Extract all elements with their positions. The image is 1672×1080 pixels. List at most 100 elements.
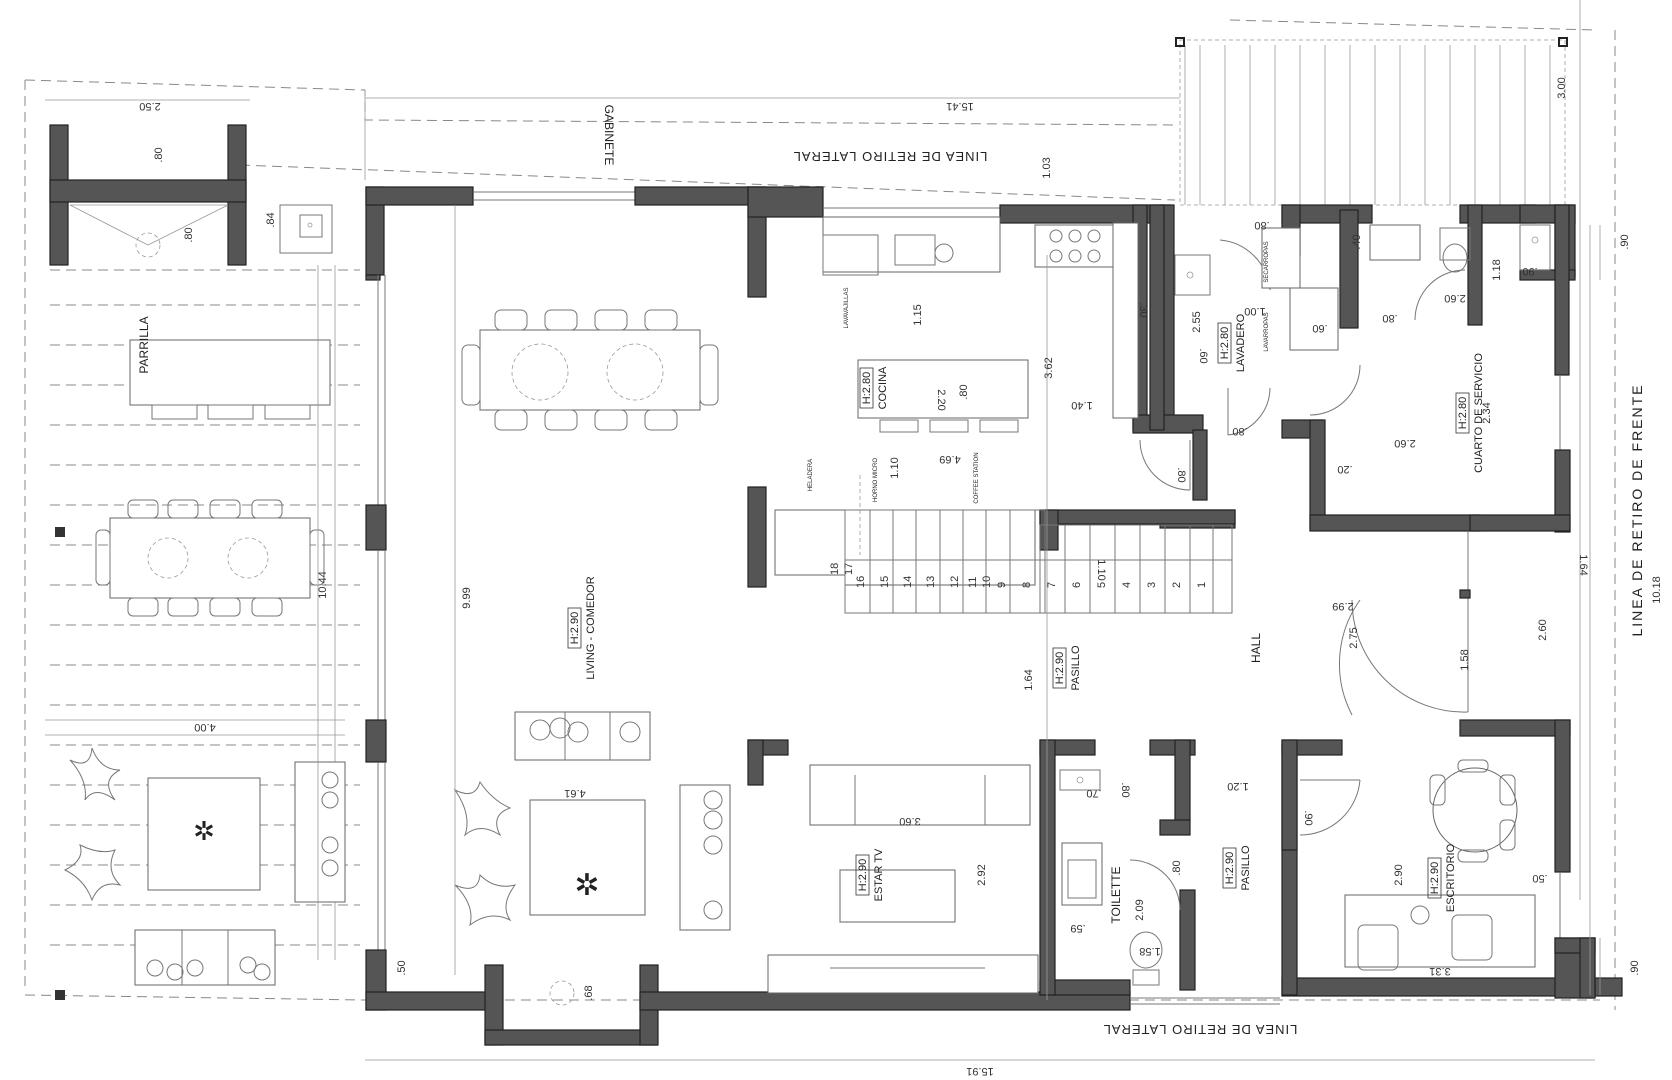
step-17: 17 [843, 563, 855, 575]
dim-80e: .80 [958, 384, 970, 399]
step-13: 13 [925, 576, 937, 588]
dim-80h: .80 [1119, 782, 1131, 797]
label-coffee: COFFEE STATION [974, 452, 980, 503]
room-hall: HALL [1249, 633, 1263, 663]
dim-80c: .80 [1382, 312, 1397, 324]
dim-2-92: 2.92 [976, 864, 988, 885]
dim-15-91: 15.91 [966, 1065, 994, 1077]
step-4: 4 [1121, 582, 1133, 588]
label-lavavajillas: LAVAVAJILLAS [844, 288, 850, 329]
dim-4-61: 4.61 [564, 787, 585, 799]
room-cocina: COCINA [877, 366, 889, 409]
dim-1-00: 1.00 [1244, 305, 1265, 317]
step-9: 9 [996, 582, 1008, 588]
dim-80g: .80 [1175, 467, 1187, 482]
dim-2-75: 2.75 [1348, 627, 1360, 648]
dim-20: .20 [1337, 463, 1352, 475]
setback-frente: LINEA DE RETIRO DE FRENTE [1629, 383, 1645, 636]
step-14: 14 [902, 576, 914, 588]
laundry-service [1174, 224, 1551, 351]
dim-1-15: 1.15 [912, 304, 924, 325]
dim-1-64b: 1.64 [1023, 669, 1035, 690]
dim-2-60c: 2.60 [1537, 619, 1549, 640]
boundary-lines [24, 0, 1616, 1010]
room-labels: PARRILLA GABINETE H:2.90 LIVING - COMEDO… [137, 105, 1485, 924]
room-pasillo-1: PASILLO [1070, 645, 1082, 690]
label-heladera: HELADERA [808, 459, 814, 491]
room-lavadero: LAVADERO [1235, 313, 1247, 372]
bottom-window [549, 980, 575, 1006]
dim-1-18: 1.18 [1491, 259, 1503, 280]
rug-flower-icon: ✲ [574, 869, 599, 902]
dim-3-31: 3.31 [1429, 965, 1450, 977]
room-toilette: TOILETTE [1109, 866, 1123, 923]
dim-10-44: 10.44 [317, 571, 329, 599]
office-height: H:2.90 [1429, 862, 1441, 894]
interior-walls [747, 204, 1298, 996]
hallway2-height: H:2.90 [1224, 852, 1236, 884]
dim-1-10a: 1.10 [889, 457, 901, 478]
step-1: 1 [1196, 582, 1208, 588]
dim-30: .30 [1137, 302, 1149, 317]
parrilla-bar [129, 339, 331, 420]
dim-2-60a: 2.60 [1444, 292, 1465, 304]
dim-68: .68 [583, 985, 595, 1000]
dim-80d: .80 [1254, 219, 1269, 231]
tv-room-furniture [767, 764, 1039, 994]
dim-60b: .60 [1312, 322, 1327, 334]
dim-2-60b: 2.60 [1394, 437, 1415, 449]
dim-80f: .80 [1232, 425, 1247, 437]
dim-1-64a: 1.64 [1577, 554, 1589, 575]
service-height: H:2.80 [1457, 397, 1469, 429]
dim-2-50: 2.50 [139, 100, 160, 112]
living-height: H:2.90 [569, 612, 581, 644]
dim-90b: .90 [1619, 234, 1631, 249]
office-furniture [1344, 759, 1536, 971]
dim-2-20: 2.20 [935, 389, 947, 410]
outdoor-dining-table [95, 499, 325, 617]
dim-70: .70 [1086, 787, 1101, 799]
setback-labels: LINEA DE RETIRO LATERAL LINEA DE RETIRO … [793, 149, 1645, 1037]
label-lavarropas: LAVARROPAS [1264, 312, 1270, 351]
dim-80i: .80 [1171, 860, 1183, 875]
dim-1-20: 1.20 [1227, 780, 1248, 792]
dim-84: .84 [265, 212, 277, 227]
dim-2-55: 2.55 [1191, 311, 1203, 332]
room-servicio: CUARTO DE SERVICIO [1473, 353, 1485, 473]
step-10: 10 [981, 576, 993, 588]
step-7: 7 [1046, 582, 1058, 588]
setback-lateral-bottom: LINEA DE RETIRO LATERAL [1103, 1022, 1298, 1037]
dim-2-34: 2.34 [1481, 402, 1493, 423]
room-gabinete: GABINETE [602, 105, 616, 166]
dim-1-10b: 1.10 [1095, 559, 1107, 580]
dim-1-58b: 1.58 [1139, 945, 1160, 957]
hallway1-height: H:2.90 [1054, 652, 1066, 684]
dim-4-69: 4.69 [939, 453, 960, 465]
room-escritorio: ESCRITORIO [1445, 843, 1457, 912]
room-pasillo-2: PASILLO [1240, 845, 1252, 890]
dim-3-62: 3.62 [1043, 357, 1055, 378]
step-6: 6 [1071, 582, 1083, 588]
room-parrilla: PARRILLA [137, 316, 151, 373]
dim-59: .59 [1070, 922, 1085, 934]
kitchen-height: H:2.80 [861, 372, 873, 404]
step-15: 15 [879, 576, 891, 588]
step-11: 11 [967, 577, 979, 588]
stairs [844, 509, 1233, 614]
dim-2-99: 2.99 [1332, 600, 1353, 612]
dim-1-03: 1.03 [1041, 157, 1053, 178]
living-furniture: ✲ [453, 711, 731, 931]
step-8: 8 [1021, 582, 1033, 588]
dim-80a: .80 [153, 147, 165, 162]
label-secarropas: SECARROPAS [1264, 241, 1270, 282]
label-horno: HORNO MICRO [873, 458, 879, 502]
dining-table [461, 309, 719, 431]
dim-50a: .50 [1532, 872, 1547, 884]
dim-40: .40 [1351, 234, 1363, 249]
tv-room-height: H:2.90 [857, 859, 869, 891]
setback-lateral-top: LINEA DE RETIRO LATERAL [793, 149, 988, 164]
stair-numbers: 1 2 3 4 5 6 7 8 9 10 11 12 13 14 15 16 1… [829, 563, 1208, 588]
step-2: 2 [1171, 582, 1183, 588]
room-estar-tv: ESTAR TV [873, 848, 885, 901]
